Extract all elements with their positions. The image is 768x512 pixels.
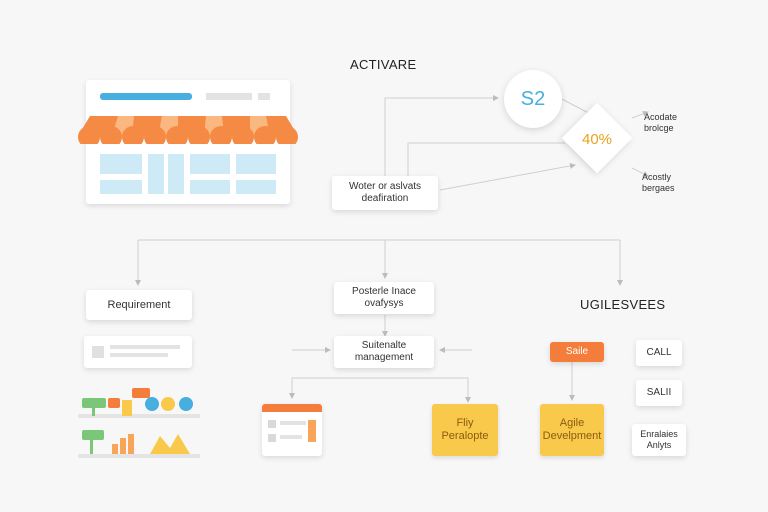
s2-node: S2 xyxy=(504,70,562,128)
connector-management-split xyxy=(291,377,469,400)
awning-icon xyxy=(78,116,298,144)
connector-percent-note-top xyxy=(631,110,649,119)
analysis-right-box: Enralaies Anlyts xyxy=(632,424,686,456)
call-box: CALL xyxy=(636,340,682,366)
shop-shelf-icon xyxy=(78,386,200,462)
requirement-box: Requirement xyxy=(86,290,192,320)
sale-pill: Saile xyxy=(550,342,604,362)
connector-percent-loop xyxy=(407,142,565,180)
connector-percent-note-bottom xyxy=(631,167,649,177)
agile-box: Agile Develpment xyxy=(540,404,604,456)
right-section-title: UGILESVEES xyxy=(580,297,666,312)
side-note-bottom: Acostly bergaes xyxy=(642,172,675,193)
document-icon xyxy=(84,336,192,368)
connector-top-to-s2 xyxy=(384,95,499,180)
browser-window-icon xyxy=(262,404,322,456)
percent-label: 40% xyxy=(581,131,613,148)
analysis-box: Posterle Inace ovafysys xyxy=(334,282,434,314)
s2-label: S2 xyxy=(520,87,546,110)
side-note-top: Acodate brolcge xyxy=(644,112,678,133)
sali-box: SALII xyxy=(636,380,682,406)
connector-water-to-percent xyxy=(439,162,576,191)
storefront-icon xyxy=(78,80,298,204)
fly-box: Fliy Peralopte xyxy=(432,404,498,456)
water-box: Woter or aslvats deafiration xyxy=(332,176,438,210)
activare-title: ACTIVARE xyxy=(350,57,417,72)
management-box: Suitenalte management xyxy=(334,336,434,368)
